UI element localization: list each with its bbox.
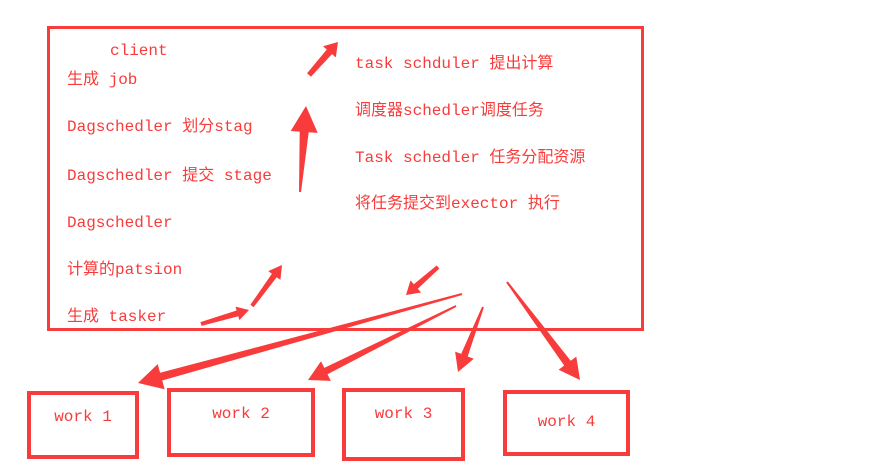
worker-box-4: work 4 <box>503 390 630 456</box>
flow-step-scheduler-dispatch: 调度器schedler调度任务 <box>355 102 544 120</box>
worker-box-3: work 3 <box>342 388 465 461</box>
flow-step-client: client <box>110 42 168 60</box>
flow-step-dag-submit-stage: Dagschedler 提交 stage <box>67 167 272 185</box>
worker-label-3: work 3 <box>374 405 433 423</box>
flow-step-task-scheduler-resources: Task schedler 任务分配资源 <box>355 149 586 167</box>
worker-label-4: work 4 <box>537 413 596 431</box>
flow-step-compute-partition: 计算的patsion <box>67 261 183 279</box>
flow-step-dag-divide-stage: Dagschedler 划分stag <box>67 118 253 136</box>
flow-step-dagschedler: Dagschedler <box>67 214 173 232</box>
worker-label-1: work 1 <box>54 408 112 426</box>
worker-label-2: work 2 <box>212 405 270 423</box>
flow-step-generate-tasker: 生成 tasker <box>67 308 167 326</box>
worker-box-1: work 1 <box>27 391 139 459</box>
flow-step-submit-to-executor: 将任务提交到exector 执行 <box>355 195 560 213</box>
flow-step-task-scheduler-compute: task schduler 提出计算 <box>355 55 554 73</box>
worker-box-2: work 2 <box>167 388 315 457</box>
flow-step-generate-job: 生成 job <box>67 71 138 89</box>
